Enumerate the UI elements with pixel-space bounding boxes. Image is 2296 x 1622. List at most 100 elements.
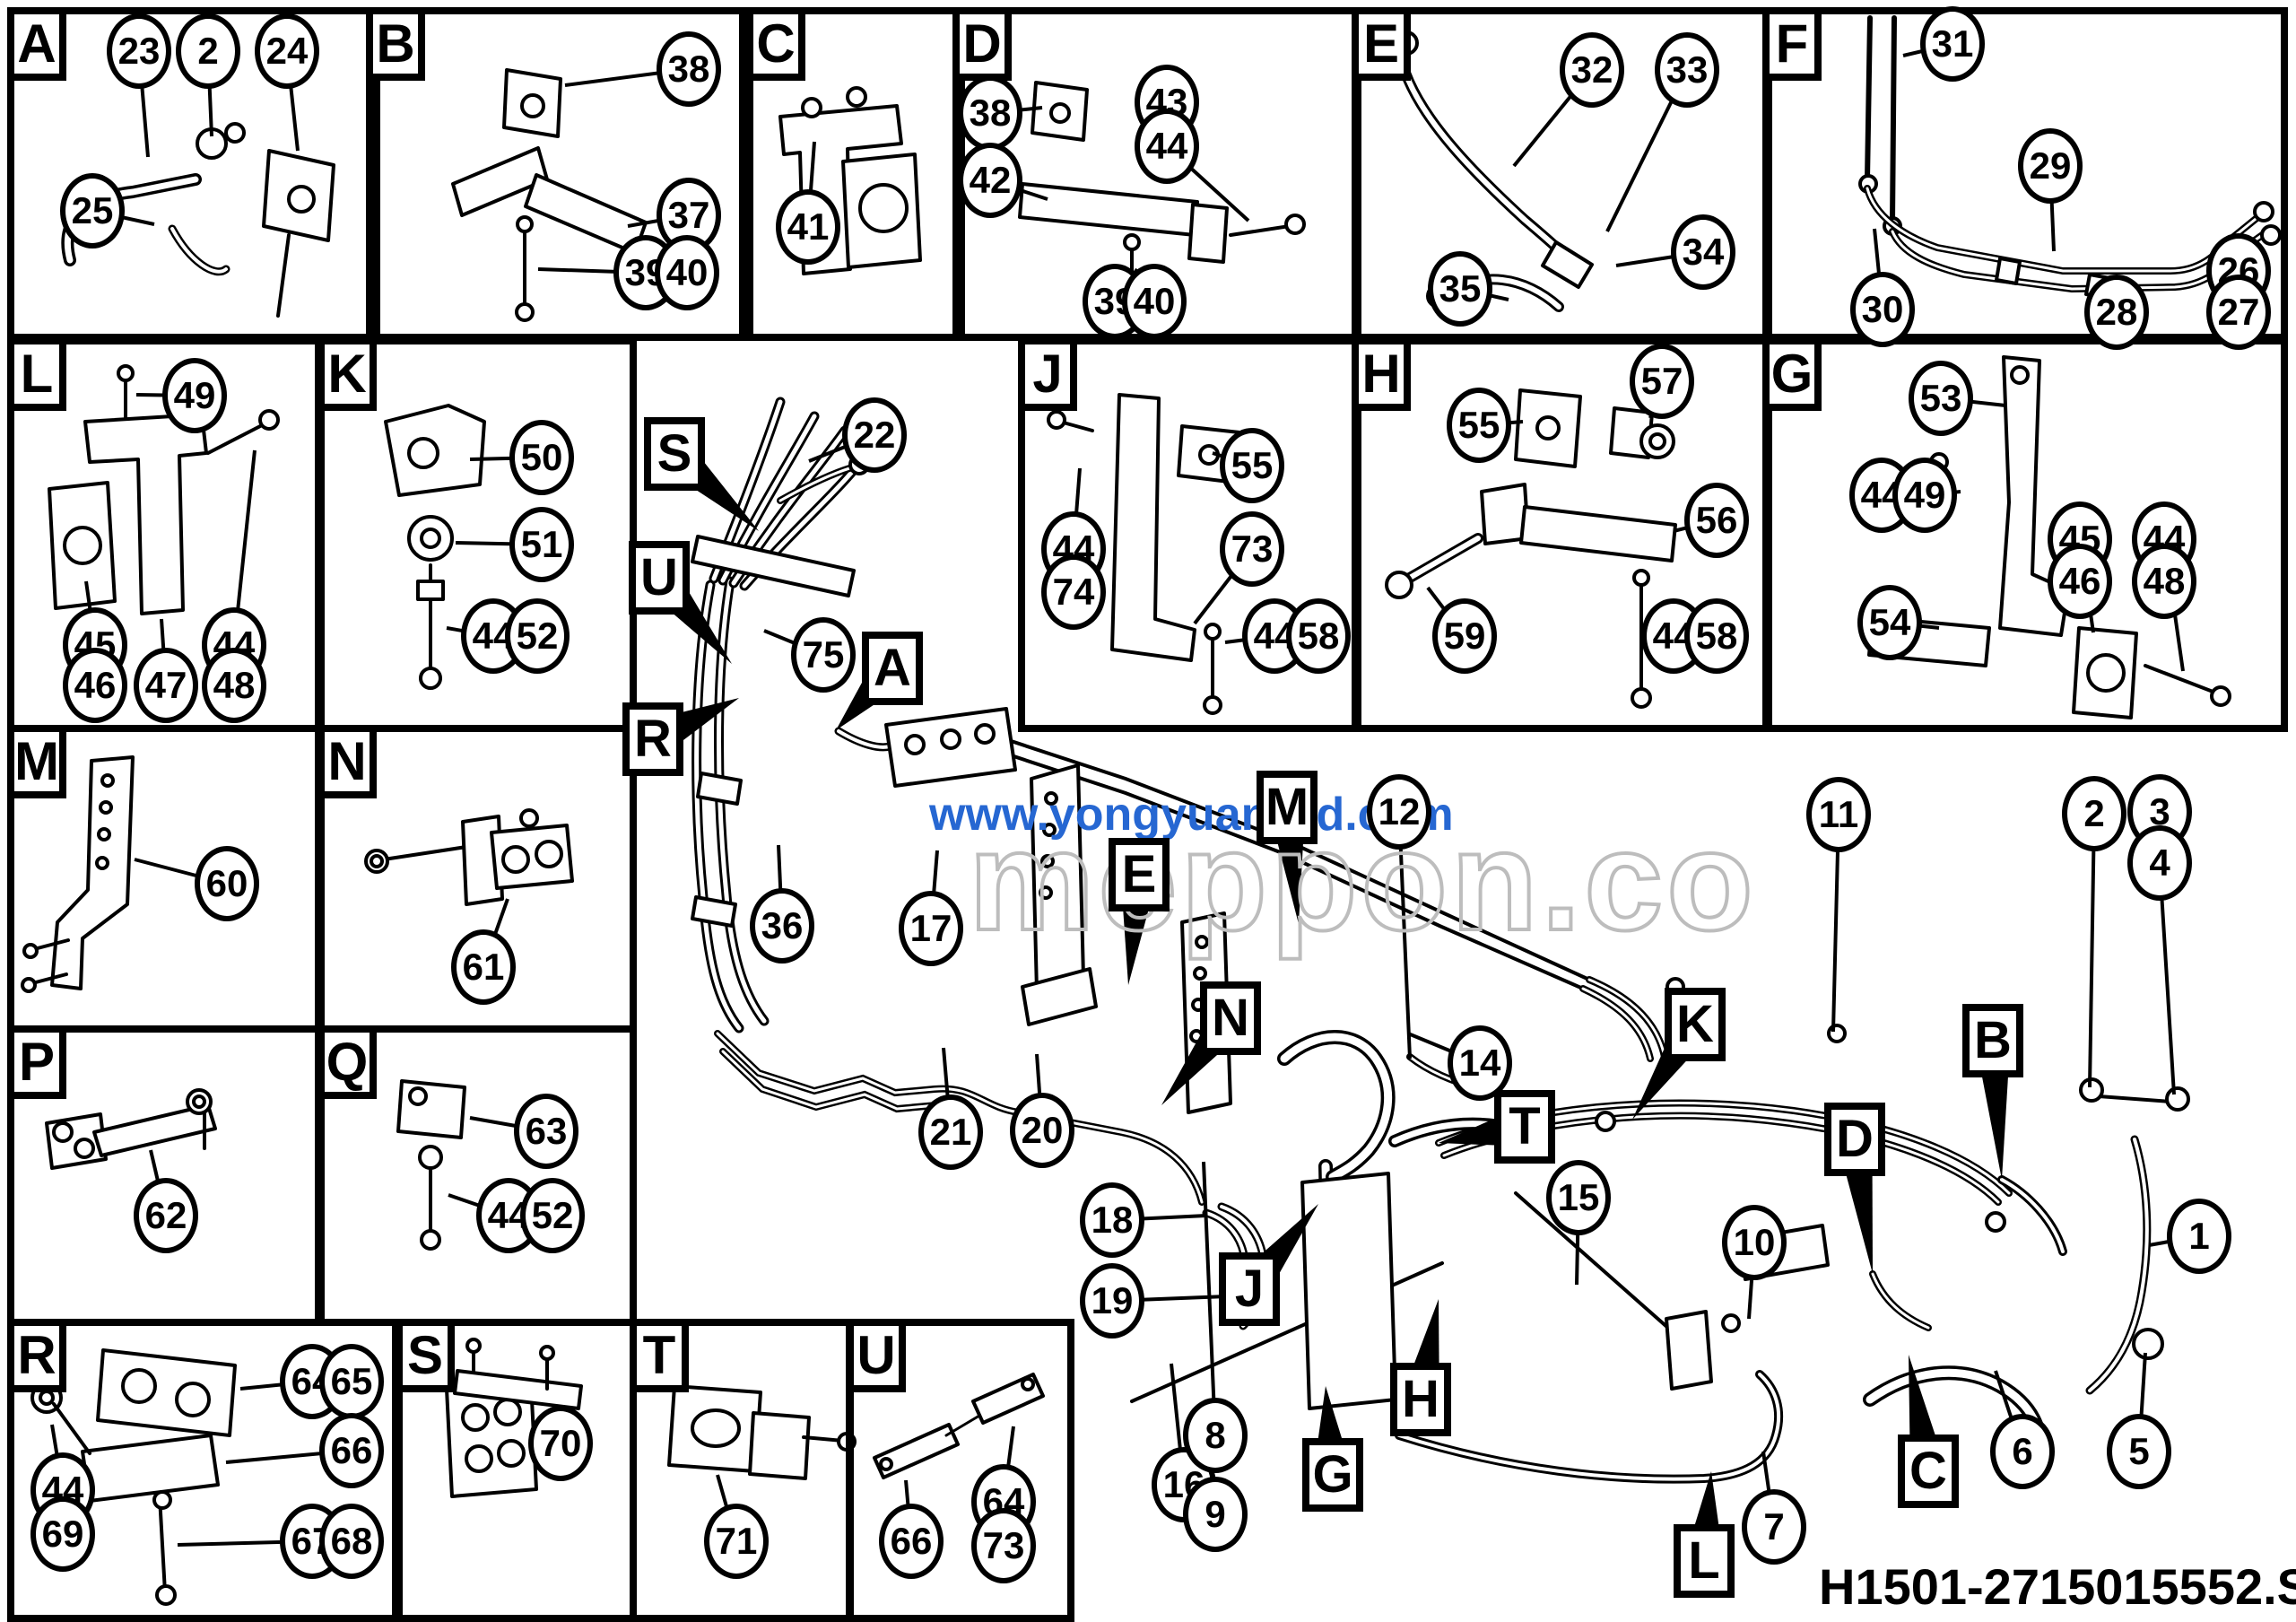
assembly-label-C: C (1898, 1435, 1959, 1508)
panel-label-T: T (630, 1319, 689, 1392)
assembly-callout-17: 17 (899, 891, 963, 966)
callout-23: 23 (107, 13, 171, 89)
callout-68: 68 (319, 1504, 384, 1579)
panel-label-P: P (7, 1025, 66, 1099)
callout-58: 58 (1684, 598, 1749, 674)
assembly-label-N: N (1200, 981, 1261, 1055)
panel-label-D: D (952, 7, 1012, 81)
callout-42: 42 (958, 143, 1022, 218)
panel-label-N: N (317, 725, 377, 798)
callout-53: 53 (1909, 361, 1973, 436)
callout-37: 37 (657, 178, 721, 253)
assembly-label-K: K (1665, 988, 1726, 1061)
callout-70: 70 (528, 1406, 593, 1481)
callout-44: 44 (1135, 109, 1199, 184)
callout-65: 65 (319, 1344, 384, 1419)
callout-40: 40 (1122, 264, 1187, 339)
callout-33: 33 (1655, 32, 1719, 108)
assembly-callout-18: 18 (1080, 1182, 1144, 1258)
assembly-label-D: D (1824, 1103, 1885, 1176)
callout-56: 56 (1684, 483, 1749, 558)
callout-74: 74 (1041, 554, 1106, 630)
blue-watermark: www.yongyuanzzd.com (929, 789, 1454, 841)
callout-25: 25 (60, 173, 125, 249)
callout-2: 2 (176, 13, 240, 89)
callout-69: 69 (30, 1496, 95, 1572)
callout-61: 61 (451, 929, 516, 1005)
callout-58: 58 (1286, 598, 1351, 674)
callout-66: 66 (879, 1504, 944, 1579)
callout-55: 55 (1220, 428, 1284, 503)
assembly-label-A: A (862, 632, 923, 705)
panel-label-A: A (7, 7, 66, 81)
assembly-label-H: H (1390, 1363, 1451, 1436)
assembly-label-M: M (1257, 771, 1318, 844)
panel-label-M: M (7, 725, 66, 798)
assembly-label-U: U (629, 541, 690, 615)
callout-49: 49 (1892, 458, 1957, 533)
callout-54: 54 (1857, 585, 1922, 660)
callout-66: 66 (319, 1413, 384, 1488)
callout-38: 38 (657, 31, 721, 107)
callout-27: 27 (2206, 275, 2271, 350)
callout-60: 60 (195, 846, 259, 921)
assembly-label-E: E (1109, 838, 1170, 911)
panel-label-C: C (746, 7, 805, 81)
callout-32: 32 (1560, 32, 1624, 108)
callout-73: 73 (1220, 511, 1284, 587)
assembly-callout-10: 10 (1722, 1205, 1787, 1280)
callout-52: 52 (520, 1178, 585, 1253)
assembly-label-T: T (1494, 1090, 1555, 1164)
assembly-callout-36: 36 (750, 888, 814, 964)
assembly-label-B: B (1962, 1004, 2023, 1077)
callout-59: 59 (1432, 598, 1497, 674)
callout-55: 55 (1447, 388, 1511, 463)
panel-label-G: G (1762, 337, 1822, 411)
part-number: H1501-2715015552.S1B (1819, 1558, 2296, 1615)
assembly-label-R: R (622, 702, 683, 776)
callout-47: 47 (134, 648, 198, 723)
panel-G (1762, 337, 2288, 732)
callout-30: 30 (1850, 272, 1915, 347)
assembly-callout-7: 7 (1742, 1489, 1806, 1565)
callout-29: 29 (2018, 128, 2083, 204)
callout-24: 24 (255, 13, 319, 89)
callout-73: 73 (971, 1508, 1036, 1583)
panel-label-E: E (1352, 7, 1411, 81)
panel-label-U: U (847, 1319, 906, 1392)
callout-38: 38 (958, 75, 1022, 151)
callout-48: 48 (2132, 544, 2196, 619)
callout-41: 41 (776, 189, 840, 265)
callout-71: 71 (704, 1504, 769, 1579)
callout-51: 51 (509, 507, 574, 582)
assembly-label-L: L (1674, 1524, 1735, 1598)
callout-31: 31 (1920, 6, 1985, 82)
assembly-callout-9: 9 (1183, 1477, 1248, 1552)
assembly-callout-19: 19 (1080, 1263, 1144, 1339)
panel-label-L: L (7, 337, 66, 411)
assembly-callout-20: 20 (1010, 1093, 1074, 1168)
assembly-callout-8: 8 (1183, 1398, 1248, 1473)
assembly-label-S: S (644, 417, 705, 491)
assembly-callout-12: 12 (1367, 774, 1431, 850)
callout-48: 48 (202, 648, 266, 723)
assembly-label-J: J (1219, 1252, 1280, 1326)
assembly-callout-2: 2 (2062, 776, 2126, 851)
callout-63: 63 (514, 1094, 578, 1169)
callout-49: 49 (162, 358, 227, 433)
callout-57: 57 (1630, 344, 1694, 419)
assembly-callout-22: 22 (842, 397, 907, 473)
assembly-callout-75: 75 (791, 617, 856, 693)
callout-52: 52 (505, 598, 570, 674)
panel-label-S: S (396, 1319, 455, 1392)
assembly-callout-6: 6 (1990, 1414, 2055, 1489)
assembly-callout-14: 14 (1448, 1025, 1512, 1101)
callout-34: 34 (1671, 214, 1735, 290)
callout-40: 40 (655, 235, 719, 310)
panel-label-B: B (366, 7, 425, 81)
callout-50: 50 (509, 420, 574, 495)
callout-35: 35 (1428, 251, 1492, 327)
panel-label-F: F (1762, 7, 1822, 81)
